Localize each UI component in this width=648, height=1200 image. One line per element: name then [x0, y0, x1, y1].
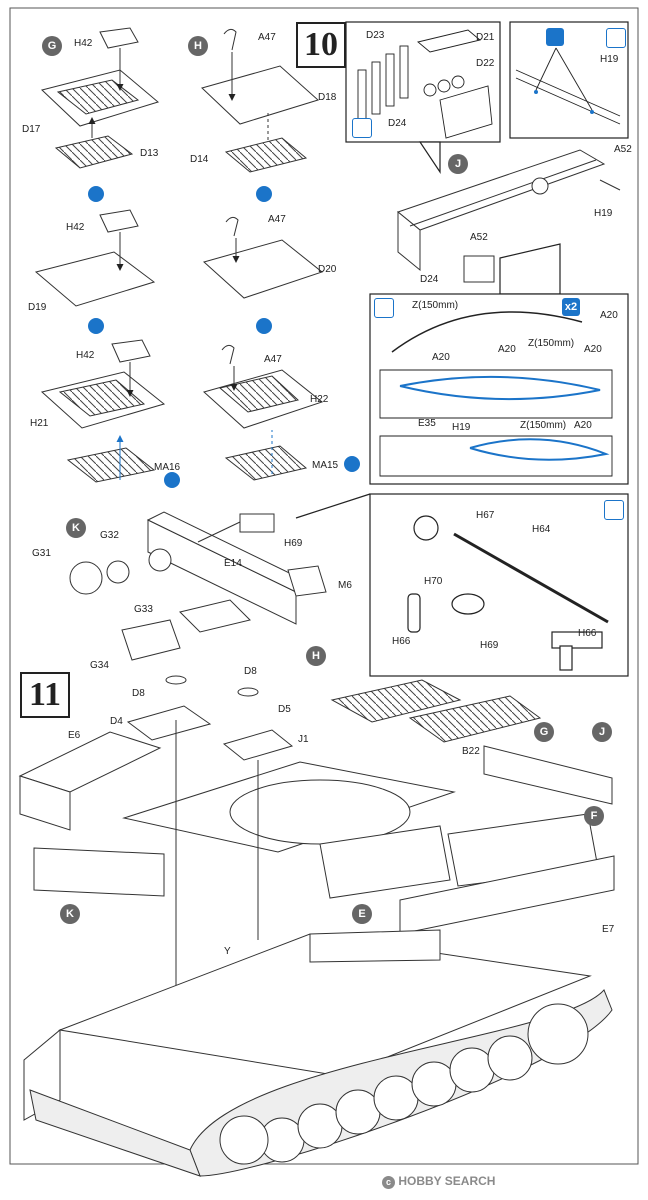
tag-g-upper: G: [42, 36, 62, 56]
label-h19-j: H19: [594, 208, 613, 219]
mg-detail-callout: [295, 493, 629, 677]
lower-hull-tracks: [23, 929, 613, 1177]
label-a52-1: A52: [614, 144, 632, 155]
label-h64: H64: [532, 524, 551, 535]
label-a52-2: A52: [470, 232, 488, 243]
label-b22: B22: [462, 746, 480, 757]
tag-j-upper: J: [448, 154, 468, 174]
label-y: Y: [224, 946, 231, 957]
label-d8-2: D8: [244, 666, 257, 677]
label-e14: E14: [224, 558, 242, 569]
label-z150-3: Z(150mm): [520, 420, 567, 431]
tag-e: E: [352, 904, 372, 924]
tag-h-lower: H: [306, 646, 326, 666]
tag-j-lower: J: [592, 722, 612, 742]
k-hull-plate-assembly: [69, 511, 327, 661]
optional-icon: [352, 118, 372, 138]
label-a20-box-2: A20: [498, 344, 516, 355]
cable-detail-box: [369, 243, 629, 485]
label-d13: D13: [140, 148, 159, 159]
tag-g-lower: G: [534, 722, 554, 742]
label-d5: D5: [278, 704, 291, 715]
label-h22: H22: [310, 394, 329, 405]
label-d24-frag: D24: [388, 118, 407, 129]
tag-f: F: [584, 806, 604, 826]
j-fragment-callout: [345, 21, 501, 174]
label-d4: D4: [110, 716, 123, 727]
label-a20-box-3: A20: [584, 344, 602, 355]
paint-icon: [604, 500, 624, 520]
label-d22: D22: [476, 58, 495, 69]
label-a47-2: A47: [268, 214, 286, 225]
label-m6: M6: [338, 580, 352, 591]
label-d24-j: D24: [420, 274, 439, 285]
label-g31: G31: [32, 548, 51, 559]
label-g33: G33: [134, 604, 153, 615]
label-e6: E6: [68, 730, 81, 741]
step-number-10: 10: [296, 22, 346, 68]
label-a20-j: A20: [600, 310, 618, 321]
label-z150-2: Z(150mm): [528, 338, 575, 349]
label-g34: G34: [90, 660, 109, 671]
label-e7: E7: [602, 924, 615, 935]
label-a20-box-4: A20: [574, 420, 592, 431]
label-h21: H21: [30, 418, 49, 429]
step11-superstructure: [18, 675, 615, 1032]
label-d19: D19: [28, 302, 47, 313]
label-a47-3: A47: [264, 354, 282, 365]
j-h19-assembly: [396, 149, 621, 283]
hobby-search-watermark: c HOBBY SEARCH: [382, 1174, 495, 1189]
label-h66-1: H66: [392, 636, 411, 647]
label-d18: D18: [318, 92, 337, 103]
tag-h-upper: H: [188, 36, 208, 56]
cement-icon: [546, 28, 564, 46]
label-h42-2: H42: [66, 222, 85, 233]
copyright-icon: c: [382, 1176, 395, 1189]
h-column-parts: [201, 28, 324, 481]
step-number-11: 11: [20, 672, 70, 718]
label-h42-3: H42: [76, 350, 95, 361]
label-z150-1: Z(150mm): [412, 300, 459, 311]
label-g32: G32: [100, 530, 119, 541]
watermark-text: HOBBY SEARCH: [398, 1174, 496, 1188]
paint-icon: [606, 28, 626, 48]
label-h69-k: H69: [284, 538, 303, 549]
label-e35: E35: [418, 418, 436, 429]
label-d23: D23: [366, 30, 385, 41]
label-h42-1: H42: [74, 38, 93, 49]
tag-k-lower: K: [60, 904, 80, 924]
label-ma15: MA15: [312, 460, 339, 471]
label-h66-2: H66: [578, 628, 597, 639]
label-h69-mg: H69: [480, 640, 499, 651]
label-d17: D17: [22, 124, 41, 135]
label-h70: H70: [424, 576, 443, 587]
label-d8-1: D8: [132, 688, 145, 699]
g-column-parts: [34, 27, 166, 483]
paint-icon: [374, 298, 394, 318]
label-h67: H67: [476, 510, 495, 521]
label-a47-1: A47: [258, 32, 276, 43]
label-h19-box: H19: [452, 422, 471, 433]
flip-icons: [88, 186, 360, 488]
label-j1: J1: [298, 734, 309, 745]
label-ma16: MA16: [154, 462, 181, 473]
label-d21: D21: [476, 32, 495, 43]
label-d14: D14: [190, 154, 209, 165]
x2-icon: x2: [562, 298, 580, 316]
label-a20-box-1: A20: [432, 352, 450, 363]
label-d20: D20: [318, 264, 337, 275]
tag-k-upper: K: [66, 518, 86, 538]
label-h19-detail: H19: [600, 54, 619, 65]
